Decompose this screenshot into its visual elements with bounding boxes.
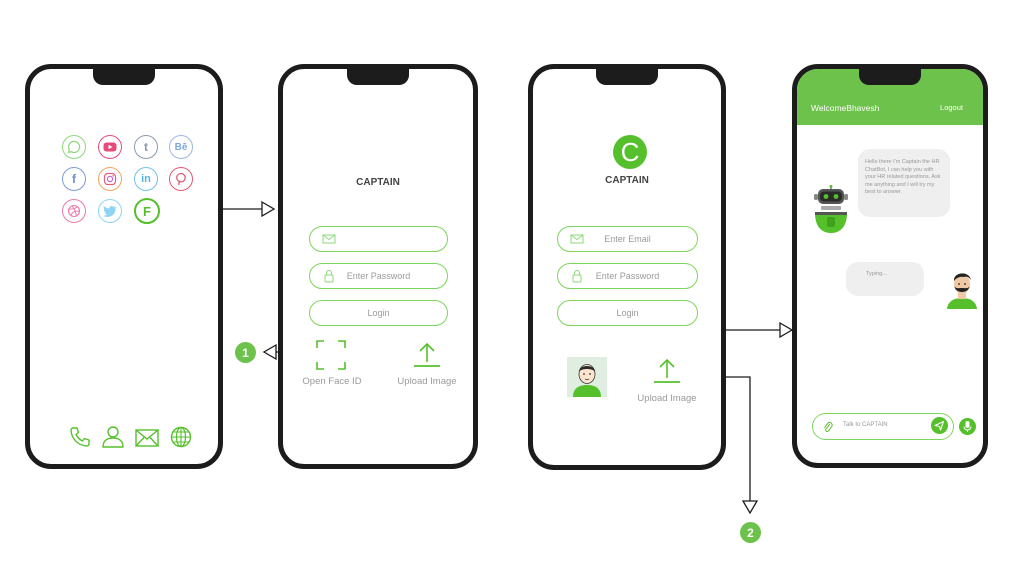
- user-avatar-preview: [567, 357, 607, 397]
- user-avatar: [945, 269, 979, 314]
- login-button[interactable]: Login: [557, 300, 698, 326]
- youtube-icon[interactable]: [98, 135, 122, 159]
- upload-icon[interactable]: [653, 358, 681, 389]
- password-placeholder: Enter Password: [595, 271, 660, 281]
- password-field[interactable]: Enter Password: [309, 263, 448, 289]
- upload-icon[interactable]: [413, 342, 441, 373]
- app-title: CAPTAIN: [356, 177, 400, 188]
- dribbble-icon[interactable]: [62, 199, 86, 223]
- logout-link[interactable]: Logout: [940, 103, 963, 112]
- typing-text: Typing...: [866, 271, 887, 277]
- notch: [347, 69, 409, 85]
- login-label: Login: [616, 308, 639, 318]
- step-2-badge: 2: [740, 522, 761, 543]
- instagram-icon[interactable]: [98, 167, 122, 191]
- arrow-head-left: [262, 343, 277, 361]
- phone-login-screen: CAPTAIN Enter Password Login Open Face I…: [278, 64, 478, 469]
- twitter-icon[interactable]: [98, 199, 122, 223]
- mail-icon: [322, 234, 336, 244]
- password-field[interactable]: Enter Password: [557, 263, 698, 289]
- message-input[interactable]: Talk to CAPTAIN: [812, 413, 954, 440]
- notch: [596, 69, 658, 85]
- send-button[interactable]: [931, 417, 948, 434]
- face-id-icon[interactable]: [316, 340, 346, 375]
- mic-button[interactable]: [959, 418, 976, 435]
- bot-message-bubble: Hello there I'm Captain the HR ChatBot, …: [858, 149, 950, 217]
- mail-icon[interactable]: [135, 429, 159, 452]
- linkedin-icon[interactable]: in: [134, 167, 158, 191]
- bot-message-text: Hello there I'm Captain the HR ChatBot, …: [865, 159, 941, 195]
- attach-icon[interactable]: [823, 421, 833, 433]
- app-logo: C: [613, 135, 647, 169]
- phone-home-screen: t Bē f in F: [25, 64, 223, 469]
- welcome-title: WelcomeBhavesh: [811, 103, 880, 113]
- phone-login-filled-screen: C CAPTAIN Enter Email Enter Password Log…: [528, 64, 726, 470]
- arrow-head-down: [741, 500, 759, 515]
- notch: [859, 69, 921, 85]
- captain-f-app-icon[interactable]: F: [134, 198, 160, 224]
- lock-icon: [324, 270, 334, 283]
- email-field[interactable]: [309, 226, 448, 252]
- send-icon: [934, 420, 945, 431]
- pinterest-icon[interactable]: [169, 167, 193, 191]
- arrow-head-right: [261, 200, 276, 218]
- phone-icon[interactable]: [69, 426, 91, 453]
- user-typing-bubble: Typing...: [846, 262, 924, 296]
- lock-icon: [572, 270, 582, 283]
- contact-icon[interactable]: [101, 425, 125, 453]
- microphone-icon: [963, 421, 972, 432]
- email-field[interactable]: Enter Email: [557, 226, 698, 252]
- bot-avatar: [813, 185, 849, 242]
- phone-chat-screen: WelcomeBhavesh Logout Hello there I'm Ca…: [792, 64, 988, 468]
- mail-icon: [570, 234, 584, 244]
- login-button[interactable]: Login: [309, 300, 448, 326]
- arrow-head-right-2: [779, 321, 794, 339]
- login-label: Login: [367, 308, 390, 318]
- whatsapp-icon[interactable]: [62, 135, 86, 159]
- app-logo-letter: C: [620, 137, 640, 167]
- notch: [93, 69, 155, 85]
- upload-label[interactable]: Upload Image: [397, 376, 457, 387]
- face-id-label[interactable]: Open Face ID: [302, 376, 362, 387]
- step-1-badge: 1: [235, 342, 256, 363]
- message-input-placeholder: Talk to CAPTAIN: [843, 422, 888, 428]
- app-title: CAPTAIN: [605, 175, 649, 186]
- globe-icon[interactable]: [170, 426, 192, 453]
- password-placeholder: Enter Password: [346, 271, 411, 281]
- email-placeholder: Enter Email: [604, 234, 651, 244]
- tumblr-icon[interactable]: t: [134, 135, 158, 159]
- behance-icon[interactable]: Bē: [169, 135, 193, 159]
- facebook-icon[interactable]: f: [62, 167, 86, 191]
- upload-label[interactable]: Upload Image: [637, 393, 697, 404]
